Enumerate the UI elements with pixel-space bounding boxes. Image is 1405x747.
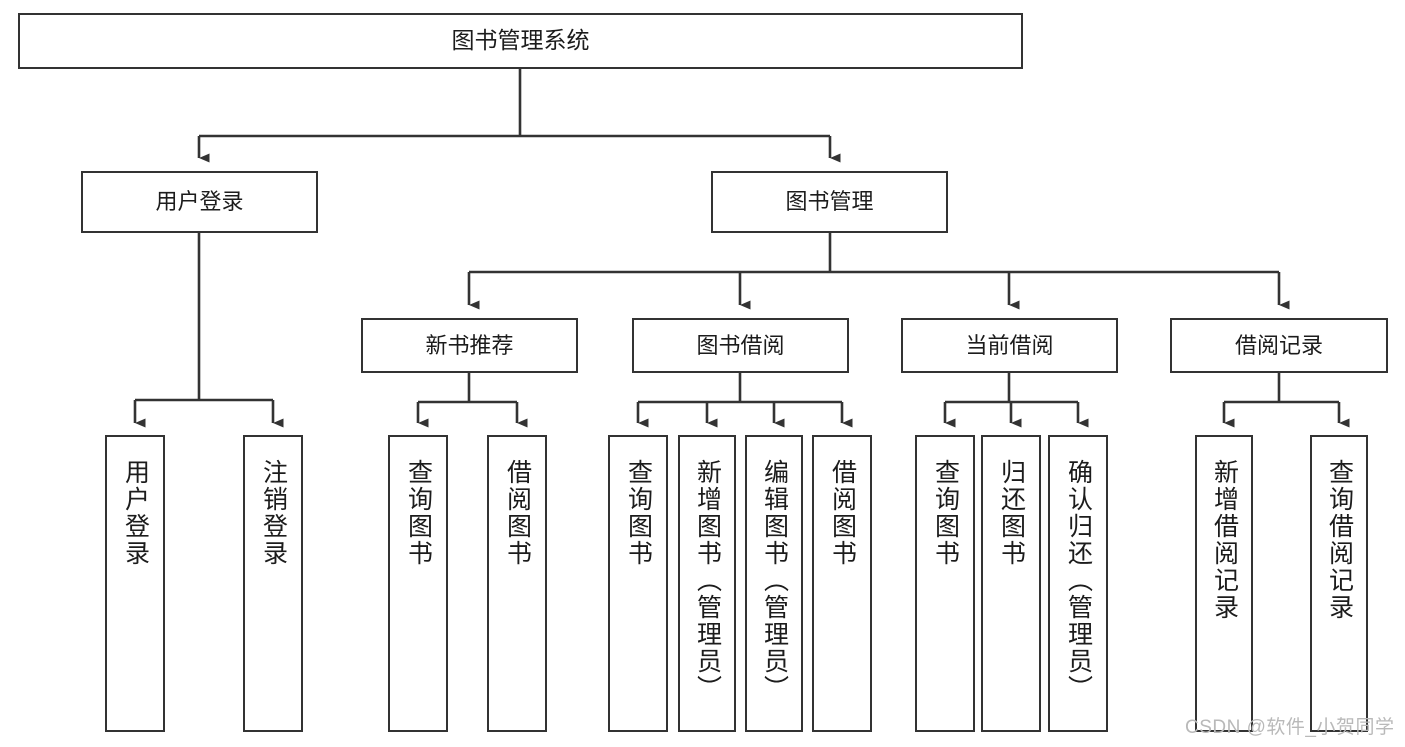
node-leaf-borrow-book-1[interactable]: 借阅图书 xyxy=(487,435,547,732)
node-label: 借阅记录 xyxy=(1234,332,1323,358)
node-label: 新增借阅记录 xyxy=(1210,459,1239,621)
node-label: 注销登录 xyxy=(259,459,288,567)
node-leaf-query-book-3[interactable]: 查询图书 xyxy=(915,435,975,732)
node-label: 新书推荐 xyxy=(425,332,514,358)
node-label: 查询借阅记录 xyxy=(1325,459,1354,621)
connector-group-book-manage xyxy=(467,233,1290,310)
connector-group-book-borrow xyxy=(636,373,853,428)
node-leaf-confirm-return[interactable]: 确认归还（管理员） xyxy=(1048,435,1108,732)
node-leaf-add-record[interactable]: 新增借阅记录 xyxy=(1195,435,1253,732)
node-root-system[interactable]: 图书管理系统 xyxy=(18,13,1023,69)
node-leaf-edit-book[interactable]: 编辑图书（管理员） xyxy=(745,435,803,732)
node-label: 查询图书 xyxy=(404,459,433,567)
node-label: 确认归还（管理员） xyxy=(1064,459,1093,702)
node-leaf-user-login[interactable]: 用户登录 xyxy=(105,435,165,732)
node-book-manage[interactable]: 图书管理 xyxy=(711,171,948,233)
node-leaf-logout[interactable]: 注销登录 xyxy=(243,435,303,732)
node-leaf-query-book-2[interactable]: 查询图书 xyxy=(608,435,668,732)
node-label: 归还图书 xyxy=(997,459,1026,567)
connector-group-user-login xyxy=(133,233,284,428)
connector-group-root xyxy=(197,69,841,163)
node-borrow-record[interactable]: 借阅记录 xyxy=(1170,318,1388,373)
node-current-borrow[interactable]: 当前借阅 xyxy=(901,318,1118,373)
node-leaf-query-record[interactable]: 查询借阅记录 xyxy=(1310,435,1368,732)
node-label: 用户登录 xyxy=(155,189,244,215)
connector-group-new-book-rec xyxy=(416,373,528,428)
node-label: 编辑图书（管理员） xyxy=(760,459,789,702)
node-label: 查询图书 xyxy=(624,459,653,567)
node-label: 查询图书 xyxy=(931,459,960,567)
node-leaf-return-book[interactable]: 归还图书 xyxy=(981,435,1041,732)
node-leaf-query-book-1[interactable]: 查询图书 xyxy=(388,435,448,732)
node-leaf-borrow-book-2[interactable]: 借阅图书 xyxy=(812,435,872,732)
node-label: 借阅图书 xyxy=(828,459,857,567)
node-new-book-rec[interactable]: 新书推荐 xyxy=(361,318,578,373)
node-label: 图书借阅 xyxy=(696,332,785,358)
node-leaf-add-book[interactable]: 新增图书（管理员） xyxy=(678,435,736,732)
node-label: 用户登录 xyxy=(121,459,150,567)
node-label: 图书管理系统 xyxy=(451,27,590,54)
connector-group-current-borrow xyxy=(943,373,1089,428)
node-book-borrow[interactable]: 图书借阅 xyxy=(632,318,849,373)
node-user-login[interactable]: 用户登录 xyxy=(81,171,318,233)
connector-group-borrow-record xyxy=(1222,373,1350,428)
node-label: 借阅图书 xyxy=(503,459,532,567)
node-label: 当前借阅 xyxy=(965,332,1054,358)
node-label: 新增图书（管理员） xyxy=(693,459,722,702)
node-label: 图书管理 xyxy=(785,189,874,215)
